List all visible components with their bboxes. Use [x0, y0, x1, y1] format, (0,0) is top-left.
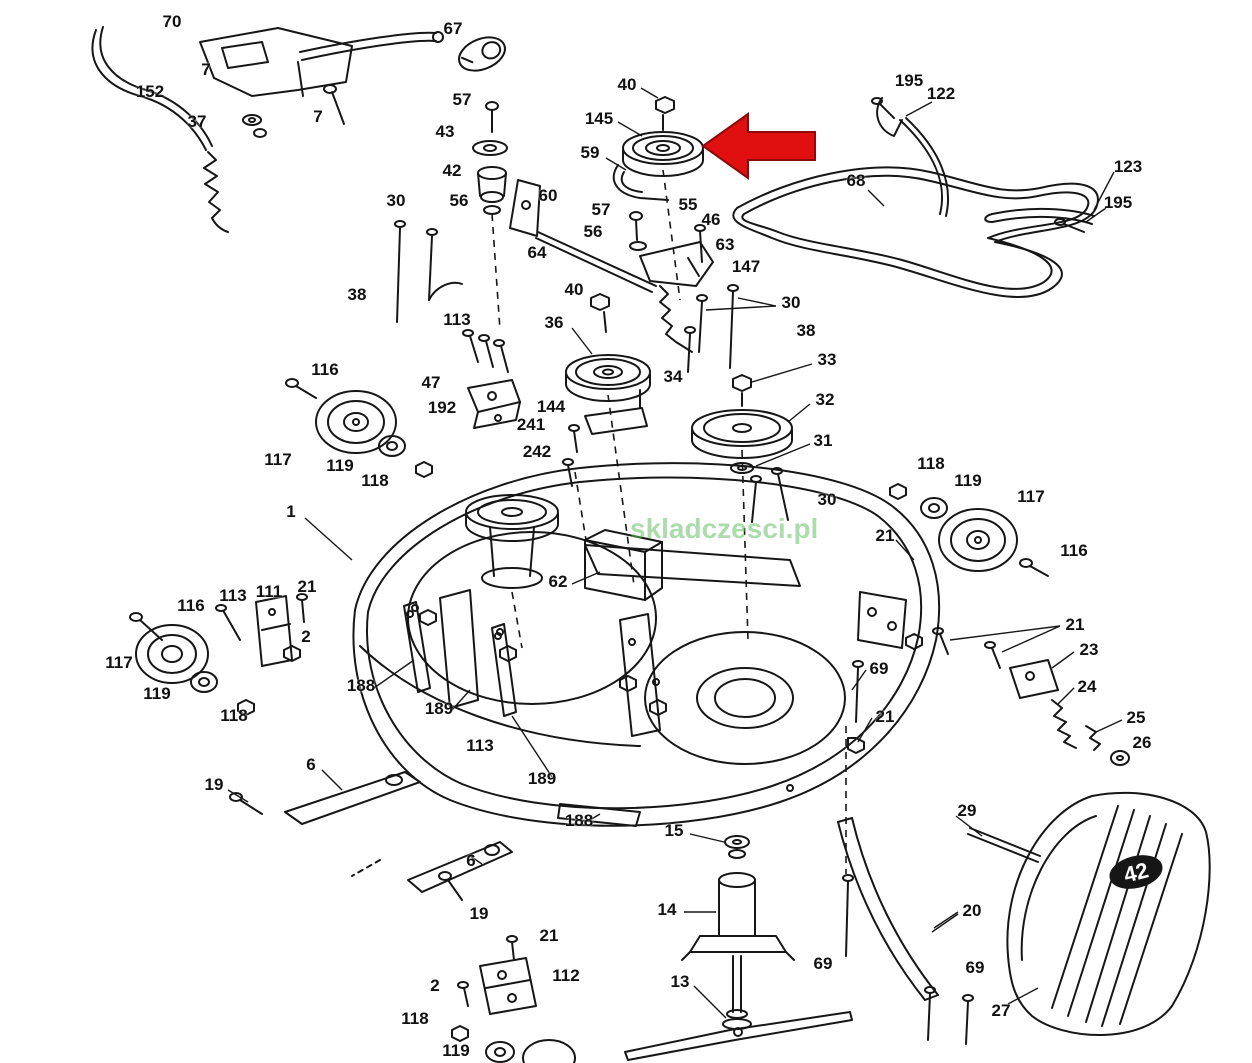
watermark-text: skladczesci.pl — [630, 513, 818, 544]
drive-belt — [732, 166, 1099, 298]
gauge-wheel-right — [889, 483, 1049, 577]
mandrel-pulley-32 — [684, 284, 793, 523]
bolts-241-242 — [562, 424, 580, 487]
bolts-30-38-left — [394, 220, 463, 323]
mower-deck-shell — [352, 462, 941, 827]
leader-lines — [227, 87, 1123, 1019]
rear-strap-and-bolts — [837, 633, 974, 1045]
belt-guides — [871, 97, 1095, 233]
assembly-axes — [491, 169, 847, 874]
baffle-bracket-62 — [584, 529, 663, 601]
highlight-arrow — [701, 112, 816, 180]
deck-size-badge: 42 — [1121, 857, 1151, 887]
support-bars — [229, 771, 513, 901]
idler-bracket-assembly — [639, 224, 714, 353]
idler-pulley-145 — [612, 96, 704, 201]
right-bracket-cluster — [932, 627, 1130, 766]
gauge-wheel-lower-left — [129, 593, 308, 716]
blade-spindle-assembly — [624, 835, 853, 1061]
gauge-wheel-upper-left — [285, 378, 433, 478]
lift-bracket-assembly — [199, 27, 444, 138]
bracket-47-192 — [467, 379, 521, 429]
idler-hardware-stack — [472, 101, 657, 293]
screws-113-upper — [462, 329, 509, 373]
ignition-key — [458, 36, 506, 72]
deck-mandrel-pulley — [465, 494, 559, 589]
stack-pulley-36 — [565, 293, 651, 435]
front-links — [403, 601, 517, 717]
discharge-cover — [1006, 791, 1211, 1036]
misc-nuts — [419, 609, 667, 716]
bracket-112-cluster — [451, 935, 576, 1063]
clutch-cable — [91, 26, 229, 233]
